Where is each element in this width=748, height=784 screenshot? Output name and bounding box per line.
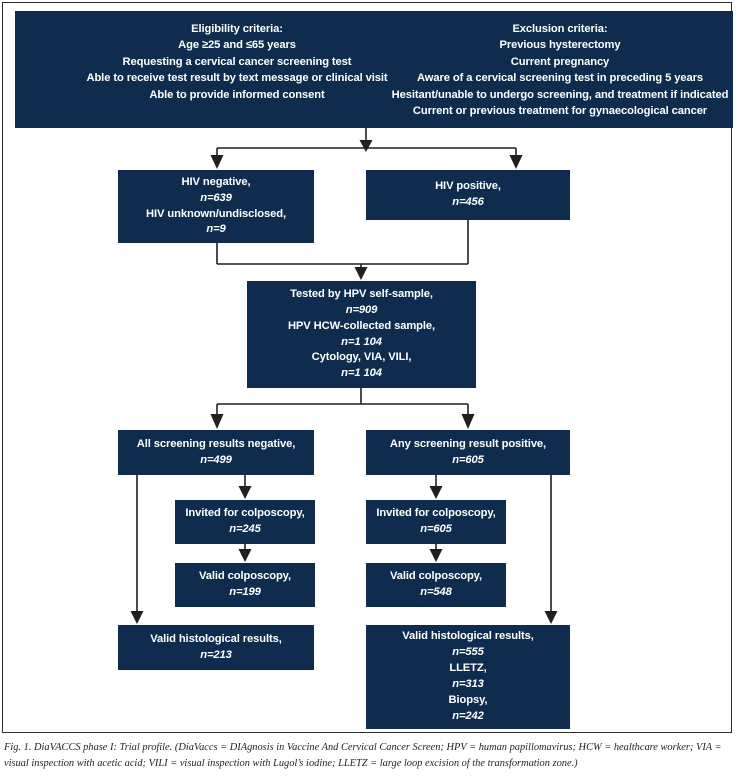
eligibility-line-4: Able to provide informed consent	[149, 88, 325, 101]
hiv-positive-count: n=456	[452, 196, 484, 208]
valid-colpo-right-count: n=548	[420, 586, 452, 598]
node-tested: Tested by HPV self-sample, n=909 HPV HCW…	[247, 281, 476, 388]
hiv-negative-count: n=639	[200, 191, 232, 204]
any-positive-count: n=605	[452, 453, 484, 466]
connector-lines	[130, 128, 558, 624]
eligibility-criteria-block: Eligibility criteria: Age ≥25 and ≤65 ye…	[86, 11, 388, 128]
exclusion-title: Exclusion criteria:	[512, 23, 608, 35]
tested-hcw-label: HPV HCW-collected sample,	[287, 319, 436, 332]
hiv-negative-label: HIV negative,	[181, 175, 251, 188]
arrow-invited-right	[429, 486, 443, 499]
arrow-any-positive	[461, 414, 475, 429]
exclusion-line-2: Current pregnancy	[510, 55, 610, 68]
tested-cytology-label: Cytology, VIA, VILI,	[311, 351, 412, 364]
figure-caption: Fig. 1. DiaVACCS phase I: Trial profile.…	[4, 742, 722, 770]
hiv-positive-label: HIV positive,	[435, 180, 501, 193]
invited-right-count: n=605	[420, 523, 452, 535]
exclusion-line-3: Aware of a cervical screening test in pr…	[417, 72, 703, 85]
lletz-label: LLETZ,	[449, 662, 487, 675]
arrow-hiv-positive	[509, 155, 523, 169]
arrow-tested	[354, 267, 368, 280]
node-invited-colposcopy-left: Invited for colposcopy, n=245	[175, 500, 315, 544]
tested-cytology-count: n=1 104	[341, 367, 382, 380]
exclusion-line-4: Hesitant/unable to undergo screening, an…	[391, 88, 729, 101]
criteria-banner: Eligibility criteria: Age ≥25 and ≤65 ye…	[15, 11, 733, 128]
all-negative-count: n=499	[200, 453, 232, 466]
node-histology-left: Valid histological results, n=213	[118, 625, 314, 670]
exclusion-line-1: Previous hysterectomy	[499, 39, 621, 52]
arrow-all-negative	[210, 414, 224, 429]
hist-right-count: n=555	[452, 646, 484, 659]
arrow-valid-colpo-right	[429, 549, 443, 562]
arrow-valid-colpo-left	[238, 549, 252, 562]
valid-colpo-left-label: Valid colposcopy,	[199, 570, 291, 583]
node-valid-colposcopy-left: Valid colposcopy, n=199	[175, 563, 315, 607]
tested-selfsample-label: Tested by HPV self-sample,	[290, 287, 433, 300]
biopsy-count: n=242	[452, 709, 484, 722]
hist-right-label: Valid histological results,	[402, 630, 534, 643]
node-any-screening-positive: Any screening result positive, n=605	[366, 430, 570, 475]
arrow-hist-left	[130, 611, 144, 624]
eligibility-line-2: Requesting a cervical cancer screening t…	[122, 55, 352, 68]
any-positive-label: Any screening result positive,	[389, 437, 547, 450]
node-valid-colposcopy-right: Valid colposcopy, n=548	[366, 563, 506, 607]
valid-colpo-right-label: Valid colposcopy,	[390, 570, 482, 583]
node-hiv-negative: HIV negative, n=639 HIV unknown/undisclo…	[118, 170, 314, 243]
node-histology-right: Valid histological results, n=555 LLETZ,…	[366, 625, 570, 729]
eligibility-title: Eligibility criteria:	[191, 23, 283, 35]
all-negative-label: All screening results negative,	[136, 437, 296, 450]
eligibility-line-3: Able to receive test result by text mess…	[86, 72, 388, 85]
arrow-hist-right	[544, 611, 558, 624]
node-invited-colposcopy-right: Invited for colposcopy, n=605	[366, 500, 506, 544]
node-all-screening-negative: All screening results negative, n=499	[118, 430, 314, 475]
arrow-invited-left	[238, 486, 252, 499]
exclusion-criteria-block: Exclusion criteria: Previous hysterectom…	[387, 11, 733, 128]
arrow-banner-down	[359, 140, 373, 152]
lletz-count: n=313	[452, 678, 484, 690]
tested-selfsample-count: n=909	[345, 303, 378, 316]
hist-left-label: Valid histological results,	[150, 632, 282, 645]
hiv-unknown-label: HIV unknown/undisclosed,	[146, 207, 286, 220]
hiv-unknown-count: n=9	[206, 223, 226, 236]
figure-frame	[2, 2, 732, 733]
tested-hcw-count: n=1 104	[341, 335, 382, 348]
invited-left-count: n=245	[229, 523, 261, 535]
arrow-hiv-negative	[210, 155, 224, 169]
invited-right-label: Invited for colposcopy,	[376, 507, 496, 520]
hist-left-count: n=213	[200, 648, 232, 661]
exclusion-line-5: Current or previous treatment for gynaec…	[412, 105, 708, 118]
eligibility-line-1: Age ≥25 and ≤65 years	[178, 39, 296, 52]
valid-colpo-left-count: n=199	[229, 586, 261, 598]
node-hiv-positive: HIV positive, n=456	[366, 170, 570, 220]
flowchart-canvas: Eligibility criteria: Age ≥25 and ≤65 ye…	[15, 11, 733, 729]
biopsy-label: Biopsy,	[448, 693, 488, 706]
invited-left-label: Invited for colposcopy,	[185, 507, 305, 520]
